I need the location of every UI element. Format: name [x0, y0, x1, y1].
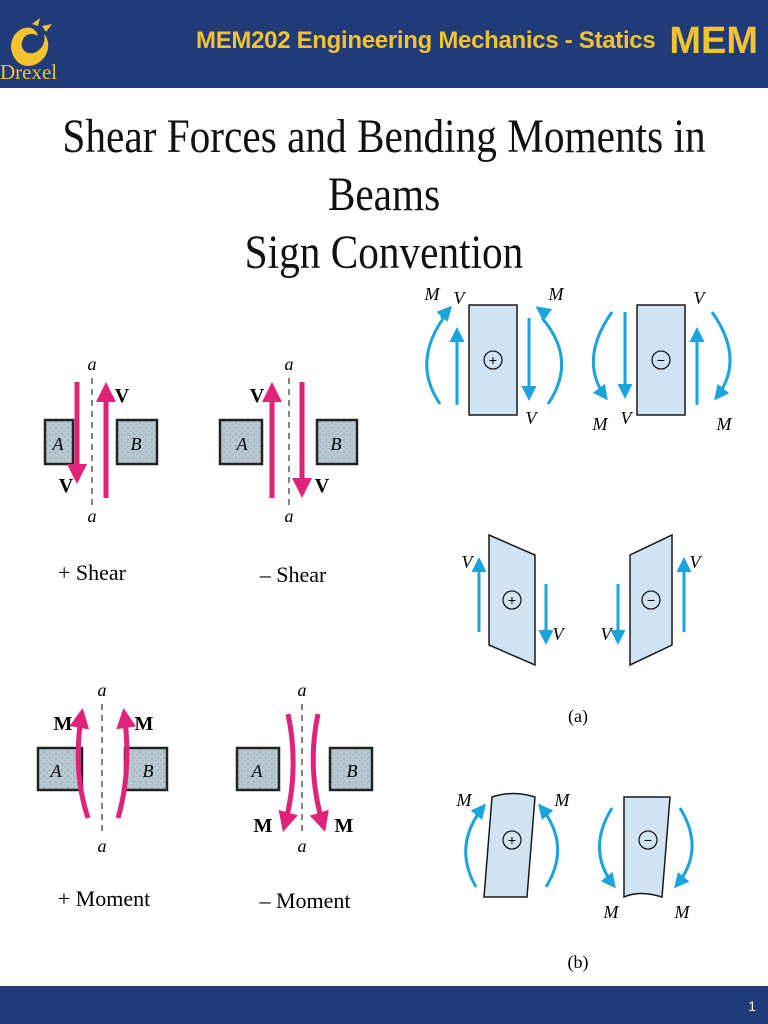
svg-text:V: V [601, 624, 614, 644]
logo-wordmark: Drexel [0, 60, 58, 84]
svg-text:V: V [250, 385, 265, 407]
moment-arrow-left [278, 713, 298, 832]
svg-text:A: A [251, 761, 264, 781]
negative-element-shear-moment: − V M V M [592, 288, 733, 434]
svg-text:+: + [508, 592, 516, 608]
svg-text:V: V [115, 385, 130, 407]
shear-deformation-figure-a: + V V − V V (a) [462, 533, 703, 727]
slide-title: Shear Forces and Bending Moments in Beam… [54, 108, 714, 282]
caption-a: (a) [568, 706, 588, 727]
svg-text:A: A [50, 761, 63, 781]
svg-text:V: V [59, 475, 74, 497]
svg-text:A: A [236, 434, 249, 454]
svg-text:−: − [647, 592, 655, 608]
svg-text:−: − [644, 832, 652, 848]
svg-text:V: V [454, 288, 467, 308]
drexel-dragon-logo-icon [11, 18, 52, 66]
footer-bar: 1 [0, 986, 768, 1024]
svg-text:V: V [462, 552, 475, 572]
svg-text:B: B [143, 761, 154, 781]
svg-text:M: M [424, 284, 441, 304]
negative-shear-caption: – Shear [259, 562, 327, 587]
caption-b: (b) [568, 952, 589, 973]
svg-text:M: M [716, 414, 733, 434]
svg-text:M: M [548, 284, 565, 304]
page-number: 1 [748, 998, 756, 1014]
svg-text:V: V [553, 624, 566, 644]
positive-moment-diagram: a a A B M M + Moment [36, 680, 169, 911]
negative-shear-diagram: a a A B V V – Shear [218, 354, 359, 587]
negative-moment-diagram: a a A B M M – Moment [235, 680, 374, 913]
svg-text:M: M [603, 902, 620, 922]
positive-element-shear-moment: + M V M V [424, 284, 565, 428]
positive-shear-caption: + Shear [58, 560, 127, 585]
svg-text:V: V [694, 288, 707, 308]
svg-text:V: V [526, 408, 539, 428]
section-label-bottom: a [88, 506, 97, 526]
beam-left-label: A [52, 434, 65, 454]
negative-moment-caption: – Moment [258, 888, 350, 913]
bending-deformation-figure-b: + M M − M M (b) [456, 790, 694, 973]
svg-text:V: V [315, 475, 330, 497]
svg-text:a: a [98, 836, 107, 856]
svg-text:M: M [54, 713, 73, 735]
svg-text:V: V [621, 408, 634, 428]
section-label-top: a [88, 354, 97, 374]
svg-text:B: B [331, 434, 342, 454]
moment-arrow-right [309, 713, 329, 832]
plus-icon: + [489, 352, 497, 368]
svg-text:M: M [254, 815, 273, 837]
moment-arrow-left [69, 708, 91, 819]
slide-title-line2: Sign Convention [244, 226, 524, 279]
header-bar: Drexel MEM202 Engineering Mechanics - St… [0, 0, 768, 88]
svg-text:a: a [98, 680, 107, 700]
svg-text:M: M [592, 414, 609, 434]
svg-text:a: a [285, 354, 294, 374]
positive-moment-caption: + Moment [58, 886, 150, 911]
svg-text:M: M [135, 713, 154, 735]
svg-text:+: + [508, 832, 516, 848]
beam-right-label: B [131, 434, 142, 454]
minus-icon: − [657, 352, 665, 368]
positive-shear-diagram: a a A B V V + Shear [43, 354, 159, 585]
svg-text:M: M [674, 902, 691, 922]
slide-title-line1: Shear Forces and Bending Moments in Beam… [62, 110, 706, 221]
svg-text:M: M [335, 815, 354, 837]
svg-text:a: a [285, 506, 294, 526]
sign-convention-figure: a a A B V V + Shear a a A B V V – Shear … [36, 284, 733, 973]
svg-text:a: a [298, 836, 307, 856]
svg-text:a: a [298, 680, 307, 700]
svg-text:M: M [554, 790, 571, 810]
moment-arrow-right [115, 708, 137, 819]
svg-text:M: M [456, 790, 473, 810]
course-title: MEM202 Engineering Mechanics - Statics [196, 27, 656, 54]
brand-mark: MEM [669, 20, 758, 62]
svg-text:B: B [347, 761, 358, 781]
svg-text:V: V [690, 552, 703, 572]
